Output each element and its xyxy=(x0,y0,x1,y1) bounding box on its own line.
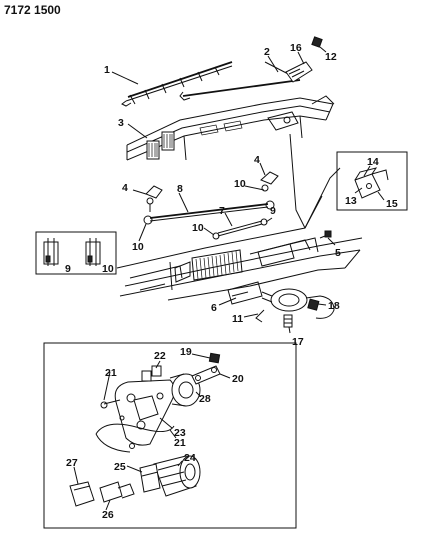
callout-16: 16 xyxy=(290,42,302,54)
bolt-5 xyxy=(319,230,332,239)
motor-detail-box xyxy=(43,342,297,529)
callout-4a: 4 xyxy=(122,182,128,194)
cowl-panel xyxy=(126,95,335,161)
callout-10d: 10 xyxy=(102,263,114,275)
wiper-arm xyxy=(179,61,313,101)
leader-9 xyxy=(265,217,273,223)
callout-19: 19 xyxy=(180,346,192,358)
leader-22 xyxy=(155,360,161,369)
wiper-linkage xyxy=(143,171,279,240)
leader-10b xyxy=(244,185,265,191)
bracket-inset xyxy=(336,151,408,211)
diagram-code: 7172 1500 xyxy=(4,3,61,17)
callout-15: 15 xyxy=(386,198,398,210)
wiper-blade xyxy=(121,61,233,107)
leader-13 xyxy=(354,187,363,194)
leader-20 xyxy=(219,373,231,379)
callout-4b: 4 xyxy=(254,154,260,166)
callout-13: 13 xyxy=(345,195,357,207)
callout-6: 6 xyxy=(211,302,217,314)
leader-18 xyxy=(317,303,327,306)
callout-8: 8 xyxy=(177,183,183,195)
leader-23 xyxy=(159,417,173,429)
leader-2 xyxy=(267,55,279,73)
clip-inset xyxy=(35,231,117,275)
leader-24 xyxy=(177,460,183,467)
leader-21a xyxy=(103,371,111,401)
leader-8 xyxy=(178,192,189,213)
leader-14 xyxy=(363,165,371,177)
callout-7: 7 xyxy=(219,205,225,217)
callout-14: 14 xyxy=(367,156,379,168)
callout-27: 27 xyxy=(66,457,78,469)
callout-17: 17 xyxy=(292,336,304,348)
callout-21b: 21 xyxy=(174,437,186,449)
motor-detail xyxy=(69,352,221,507)
callout-20: 20 xyxy=(232,373,244,385)
leader-4b xyxy=(259,162,266,176)
callout-3: 3 xyxy=(118,117,124,129)
leader-12 xyxy=(319,46,327,53)
leader-17 xyxy=(288,326,291,334)
callout-2: 2 xyxy=(264,46,270,58)
leader-28 xyxy=(195,391,201,397)
motor-installed xyxy=(227,281,335,328)
leader-6 xyxy=(218,297,237,306)
callout-22: 22 xyxy=(154,350,166,362)
callout-18: 18 xyxy=(328,300,340,312)
leader-25 xyxy=(126,465,143,473)
arm-nut xyxy=(311,36,323,48)
leader-4a xyxy=(132,189,147,195)
callout-25: 25 xyxy=(114,461,126,473)
callout-9b: 9 xyxy=(65,263,71,275)
leader-15 xyxy=(377,191,385,201)
callout-10a: 10 xyxy=(132,241,144,253)
callout-12: 12 xyxy=(325,51,337,63)
callout-10b: 10 xyxy=(234,178,246,190)
callout-26: 26 xyxy=(102,509,114,521)
leader-16 xyxy=(297,51,305,65)
callout-5: 5 xyxy=(335,247,341,259)
leader-10c xyxy=(203,227,215,236)
leader-11 xyxy=(243,313,259,318)
leader-27 xyxy=(73,466,79,485)
callout-24: 24 xyxy=(184,452,196,464)
leader-5 xyxy=(327,237,336,246)
leader-19 xyxy=(191,353,211,359)
leader-10a xyxy=(138,223,147,242)
leader-7 xyxy=(224,212,233,227)
callout-21a: 21 xyxy=(105,367,117,379)
callout-11: 11 xyxy=(232,313,243,325)
callout-9a: 9 xyxy=(270,205,276,217)
callout-23: 23 xyxy=(174,427,186,439)
callout-28: 28 xyxy=(199,393,211,405)
leader-3 xyxy=(127,123,148,139)
callout-1: 1 xyxy=(104,64,110,76)
cowl-grille xyxy=(174,237,319,283)
callout-10c: 10 xyxy=(192,222,204,234)
callout-labels: 1 2 3 4 4 5 6 7 8 9 9 10 10 10 10 11 12 … xyxy=(65,42,398,521)
leader-21b xyxy=(169,429,177,439)
body-outline xyxy=(116,133,363,301)
leader-26 xyxy=(105,499,111,511)
leader-1 xyxy=(111,71,139,85)
